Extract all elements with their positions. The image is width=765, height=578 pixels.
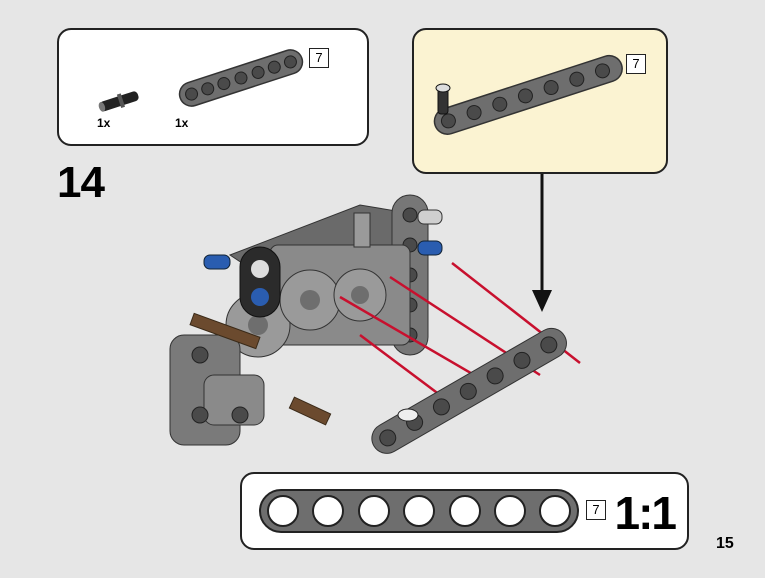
beam-7-illustration	[178, 49, 304, 107]
scale-beam-illustration	[259, 489, 579, 533]
parts-list-box: 1x 1x 7	[57, 28, 369, 146]
scale-reference-box: 7 1:1	[240, 472, 689, 550]
page-number: 15	[716, 535, 734, 552]
step-number: 14	[57, 158, 105, 207]
scale-label: 1:1	[614, 487, 678, 539]
axle-pin-quantity: 1x	[97, 116, 111, 130]
beam-element-tag: 7	[309, 48, 329, 68]
build-model-illustration	[169, 194, 581, 454]
callout-beam-illustration	[433, 54, 623, 135]
placement-arrow-down	[532, 174, 552, 312]
axle-pin-illustration	[98, 91, 139, 112]
beam-quantity: 1x	[175, 116, 189, 130]
sub-assembly-callout: 7	[412, 28, 668, 174]
scale-element-tag: 7	[586, 500, 606, 520]
callout-element-tag: 7	[626, 54, 646, 74]
